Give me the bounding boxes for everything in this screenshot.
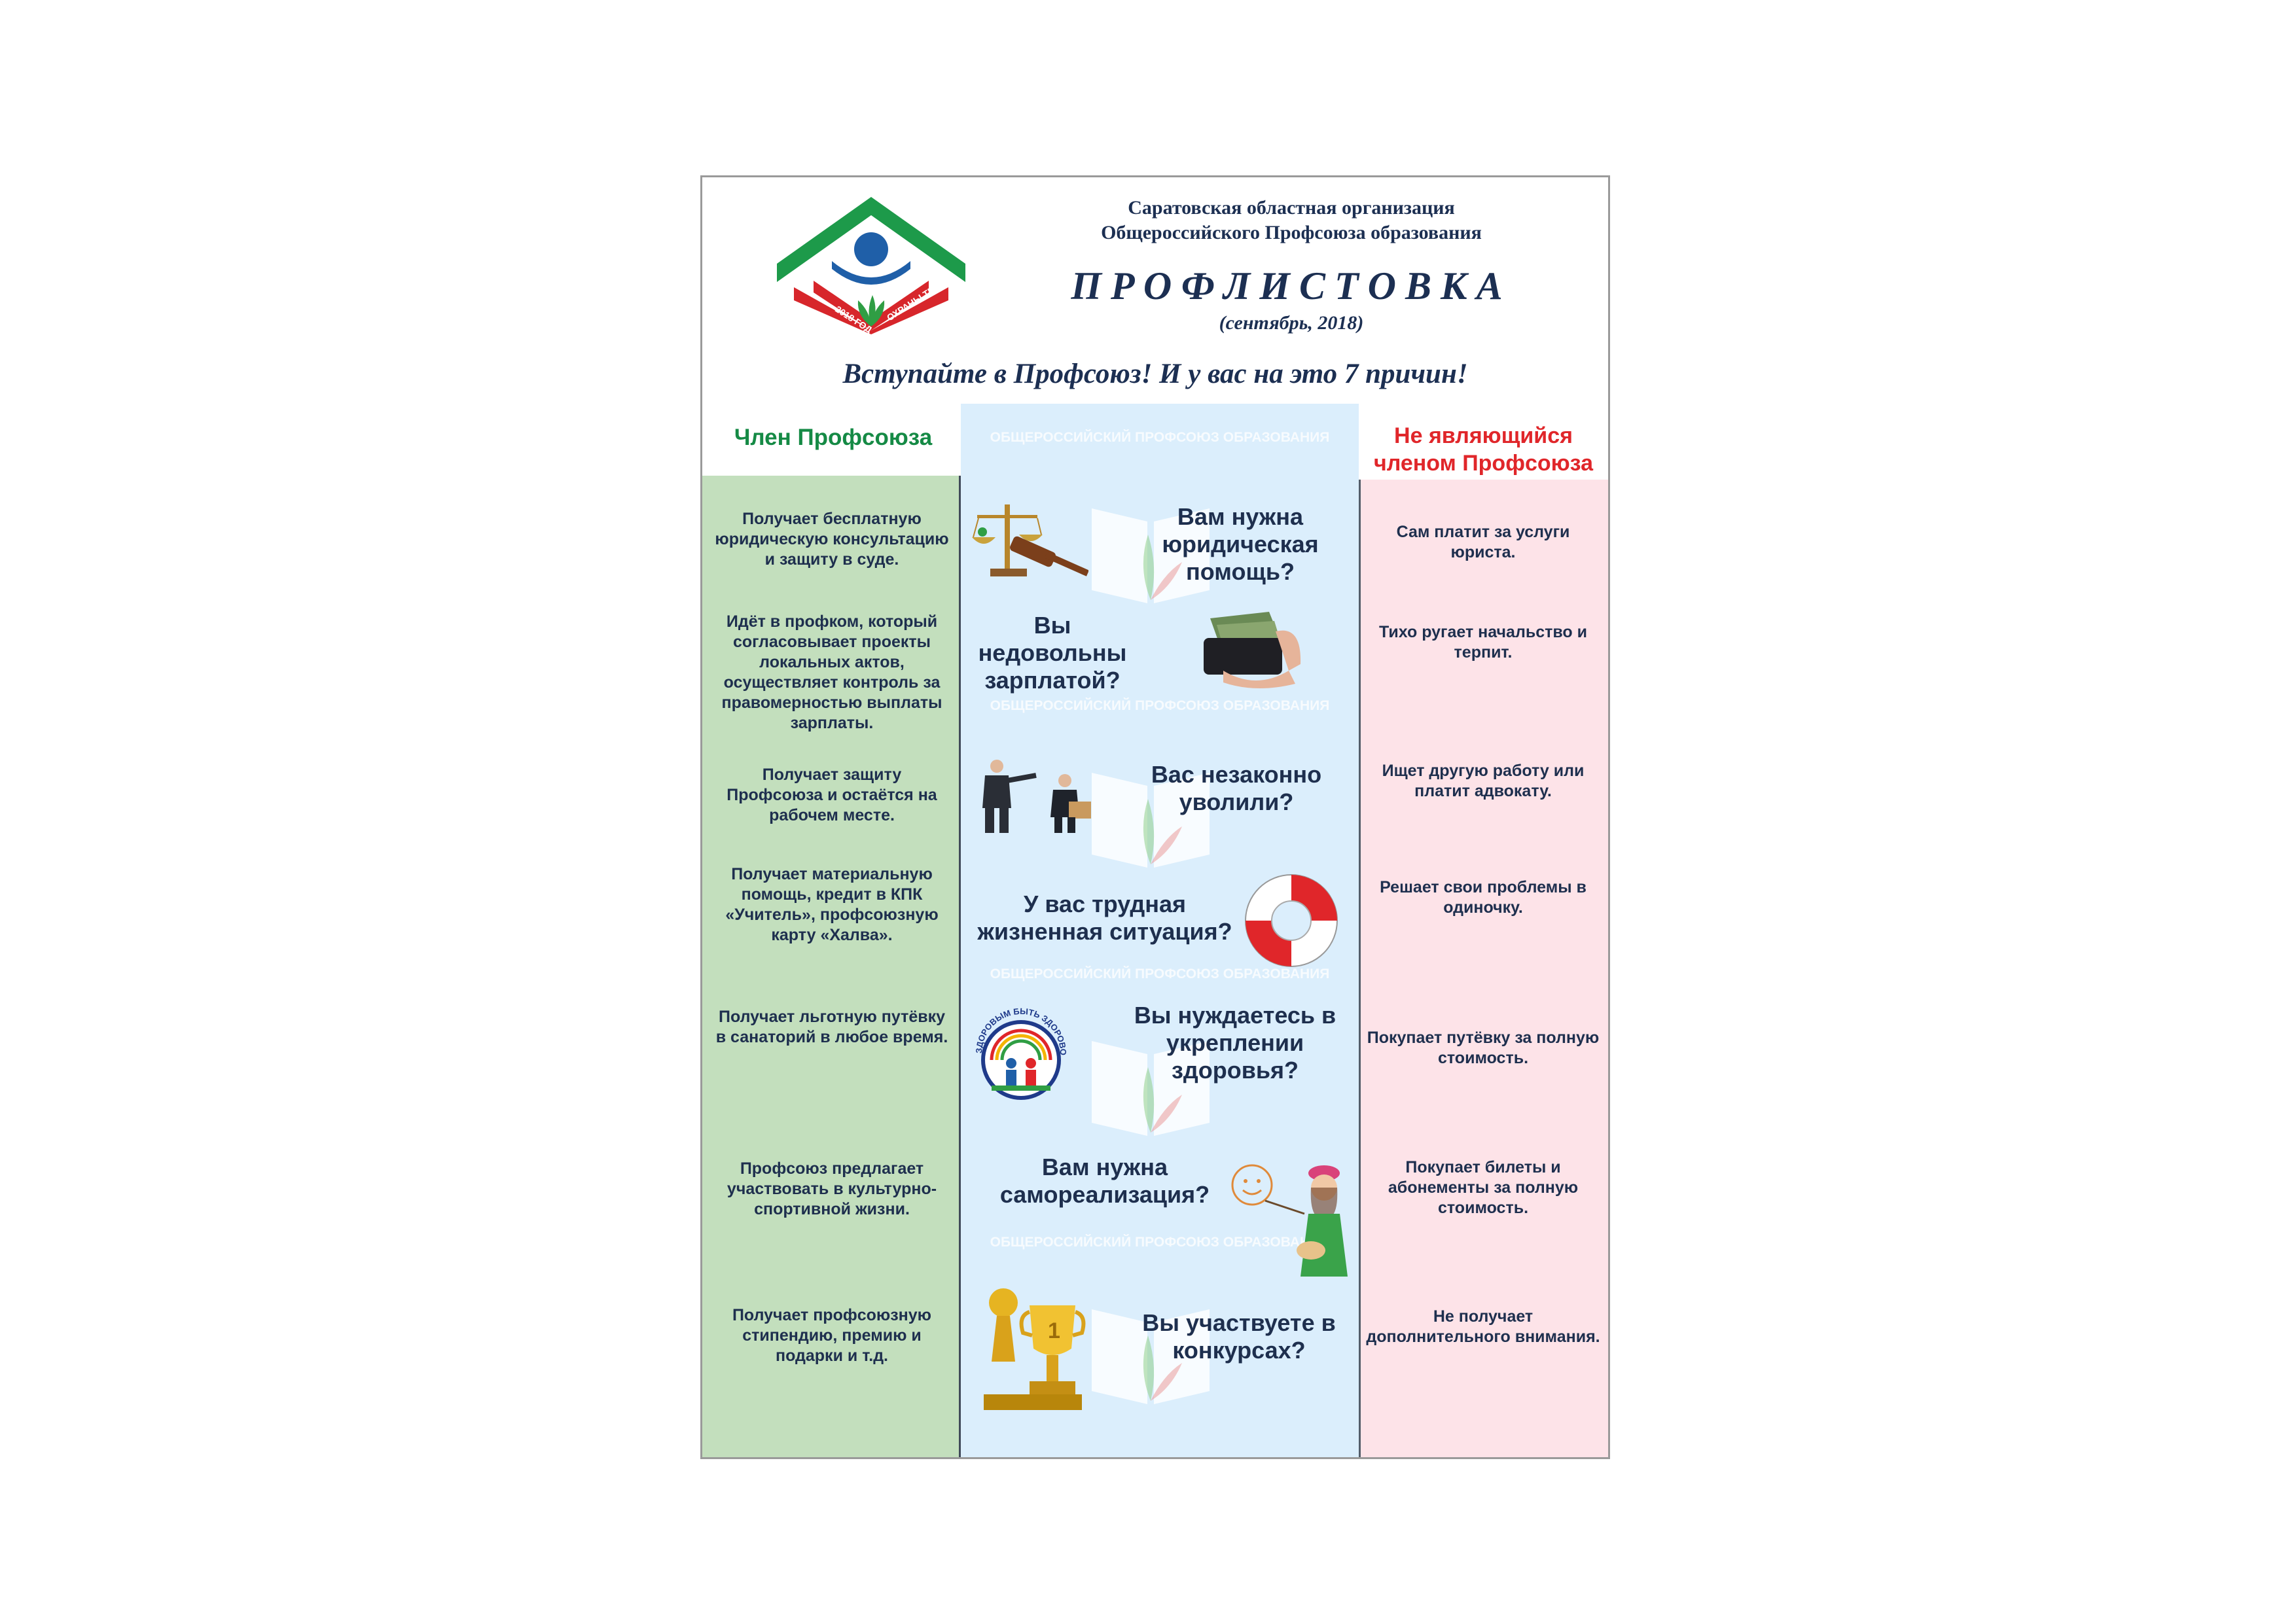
page-title: ПРОФЛИСТОВКА — [1071, 264, 1512, 308]
question: У вас трудная жизненная ситуация? — [977, 891, 1232, 945]
member-benefit: Идёт в профком, который согласовывает пр… — [721, 612, 942, 732]
org-line-2: Общероссийского Профсоюза образования — [1101, 222, 1482, 243]
organization-name: Саратовская областная организация Общеро… — [1030, 196, 1553, 245]
watermark-text: ОБЩЕРОССИЙСКИЙ ПРОФСОЮЗ ОБРАЗОВАНИЯ — [990, 966, 1330, 981]
book-emblem-icon — [1092, 773, 1210, 868]
nonmember-column-header: Не являющийся членом Профсоюза — [1359, 422, 1608, 477]
member-benefit: Получает льготную путёвку в санаторий в … — [715, 1008, 948, 1046]
nonmember-consequence: Покупает билеты и абонементы за полную с… — [1388, 1158, 1579, 1217]
nonmember-consequence: Покупает путёвку за полную стоимость. — [1367, 1029, 1600, 1067]
page-subtitle: (сентябрь, 2018) — [1219, 312, 1364, 334]
nonmember-consequence: Тихо ругает начальство и терпит. — [1379, 623, 1587, 662]
nonmember-consequence: Не получает дополнительного внимания. — [1366, 1307, 1600, 1346]
slogan: Вступайте в Профсоюз! И у вас на это 7 п… — [842, 359, 1468, 389]
nonmember-header-line-2: членом Профсоюза — [1373, 451, 1594, 476]
nonmember-consequence: Сам платит за услуги юриста. — [1396, 523, 1570, 561]
member-column-header: Член Профсоюза — [734, 425, 933, 450]
watermark-text: ОБЩЕРОССИЙСКИЙ ПРОФСОЮЗ ОБРАЗОВАНИЯ — [990, 1235, 1330, 1250]
question: Вы нуждаетесь в укреплении здоровья? — [1134, 1002, 1336, 1084]
book-emblem-icon — [1092, 508, 1210, 603]
member-benefit: Получает материальную помощь, кредит в К… — [725, 865, 939, 944]
member-benefit: Получает защиту Профсоюза и остаётся на … — [726, 766, 937, 824]
question: Вас незаконно уволили? — [1151, 761, 1322, 815]
painter-icon — [1231, 1164, 1348, 1277]
trophy-icon: 1 — [984, 1288, 1086, 1410]
book-emblem-icon — [1092, 1309, 1210, 1404]
nonmember-consequence: Ищет другую работу или платит адвокату. — [1382, 762, 1585, 800]
health-emblem-icon: ЗДОРОВЫМ БЫТЬ ЗДОРОВО! — [965, 998, 1068, 1100]
wallet-money-icon — [1204, 612, 1301, 689]
member-benefit: Получает бесплатную юридическую консульт… — [715, 510, 949, 569]
org-line-1: Саратовская областная организация — [1128, 197, 1455, 219]
nonmember-column — [1359, 480, 1608, 1457]
question: Вам нужна юридическая помощь? — [1162, 503, 1319, 585]
lifebuoy-icon — [1245, 874, 1338, 967]
question: Вы недовольны зарплатой? — [978, 612, 1127, 694]
member-benefit: Профсоюз предлагает участвовать в культу… — [726, 1159, 937, 1218]
member-benefit: Получает профсоюзную стипендию, премию и… — [732, 1306, 932, 1365]
member-column — [702, 476, 961, 1457]
question: Вам нужна самореализация? — [999, 1154, 1210, 1208]
question: Вы участвуете в конкурсах? — [1142, 1309, 1336, 1364]
union-logo: 2018 ГОД ОХРАНЫ ТРУДА — [777, 197, 965, 334]
leaflet: 2018 ГОД ОХРАНЫ ТРУДА Саратовская област… — [700, 175, 1610, 1459]
nonmember-header-line-1: Не являющийся — [1394, 423, 1573, 448]
watermark-text: ОБЩЕРОССИЙСКИЙ ПРОФСОЮЗ ОБРАЗОВАНИЯ — [990, 430, 1330, 445]
nonmember-consequence: Решает свои проблемы в одиночку. — [1380, 878, 1587, 917]
svg-text:1: 1 — [1048, 1318, 1060, 1343]
dismissal-icon — [982, 760, 1091, 833]
scales-gavel-icon — [972, 504, 1088, 576]
book-emblem-icon — [1092, 1041, 1210, 1136]
watermark-text: ОБЩЕРОССИЙСКИЙ ПРОФСОЮЗ ОБРАЗОВАНИЯ — [990, 698, 1330, 713]
